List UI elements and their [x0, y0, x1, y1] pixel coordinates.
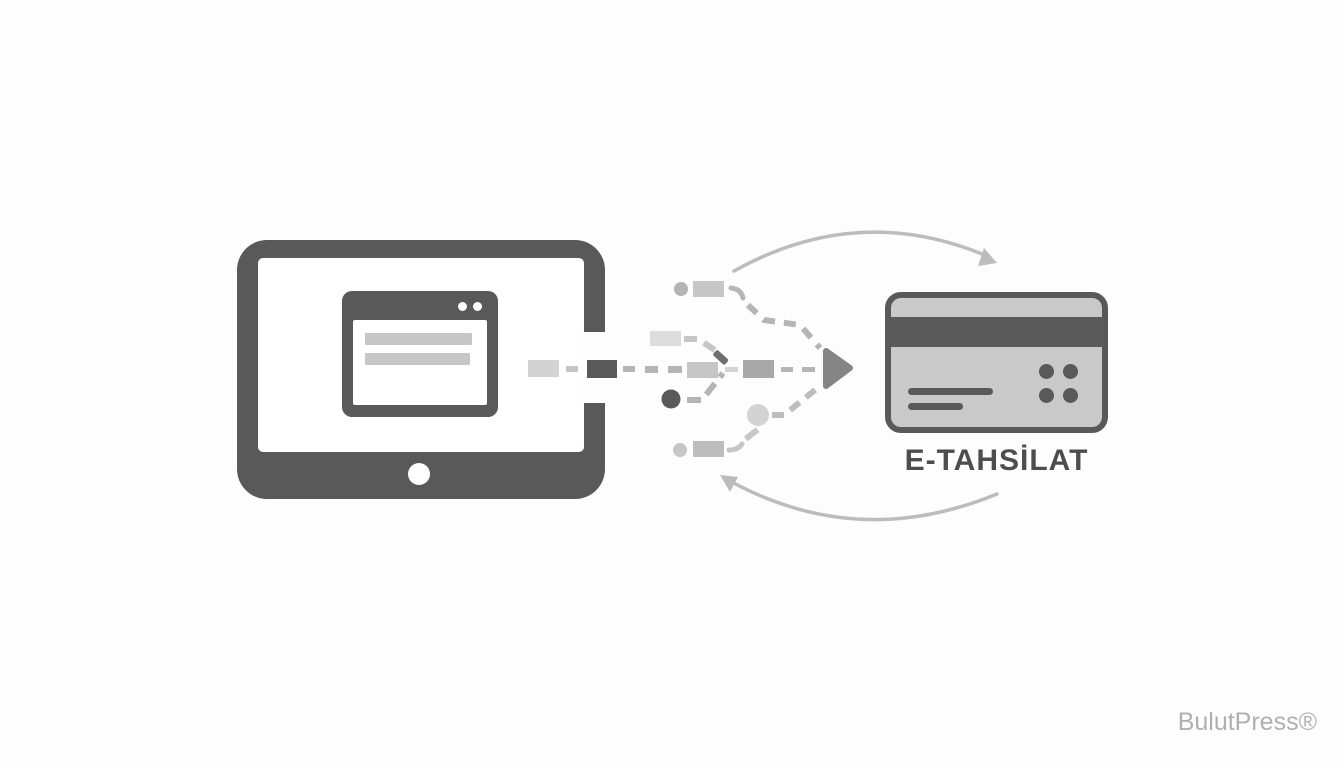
data-packet [650, 331, 681, 346]
outbound-cycle-arrow-icon [732, 230, 997, 273]
dashed-branch [745, 302, 823, 350]
elbow-dash [728, 285, 746, 301]
card-chip-dot [1039, 364, 1054, 379]
browser-content-area [353, 320, 487, 405]
data-node [661, 389, 681, 409]
magnetic-stripe-icon [891, 317, 1102, 347]
data-node [747, 404, 769, 426]
dashed-branch [772, 383, 822, 418]
dark-diagonal-dash [713, 350, 729, 365]
data-dash [623, 366, 635, 372]
browser-window-icon [342, 291, 498, 417]
dark-node-row [661, 371, 726, 409]
window-dot-icon [473, 302, 482, 311]
data-dash [725, 367, 738, 372]
card-chip-dot [1039, 388, 1054, 403]
data-dash [645, 366, 658, 373]
bulutpress-watermark: BulutPress® [1177, 708, 1317, 736]
card-chip-dot [1063, 364, 1078, 379]
tablet-border-gap [582, 332, 608, 403]
dashed-branch [684, 336, 717, 353]
data-packet [693, 281, 724, 297]
credit-card-icon [885, 292, 1108, 433]
top-data-row [674, 281, 823, 350]
home-button-icon [408, 463, 430, 485]
data-dash [668, 366, 682, 373]
bottom-data-row [673, 427, 760, 457]
elbow-dash [726, 441, 745, 453]
data-packet [693, 441, 724, 457]
data-dash [781, 367, 793, 372]
data-node [674, 282, 688, 296]
card-chip-dot [1063, 388, 1078, 403]
data-node [673, 443, 687, 457]
inbound-cycle-arrow-icon [720, 475, 999, 522]
window-dot-icon [458, 302, 467, 311]
merge-arrowhead-icon [823, 348, 853, 389]
light-node-row [747, 383, 822, 426]
data-dash [802, 367, 815, 372]
card-text-line [908, 388, 993, 395]
tablet-icon [237, 240, 608, 499]
data-packet [743, 360, 774, 378]
text-line-placeholder [365, 353, 470, 365]
card-text-line [908, 403, 963, 410]
dashed-branch [687, 371, 726, 403]
data-dash [743, 427, 760, 442]
data-packet [687, 362, 718, 378]
text-line-placeholder [365, 333, 472, 345]
second-data-row [650, 331, 717, 353]
e-tahsilat-label: E-TAHSİLAT [904, 444, 1089, 477]
